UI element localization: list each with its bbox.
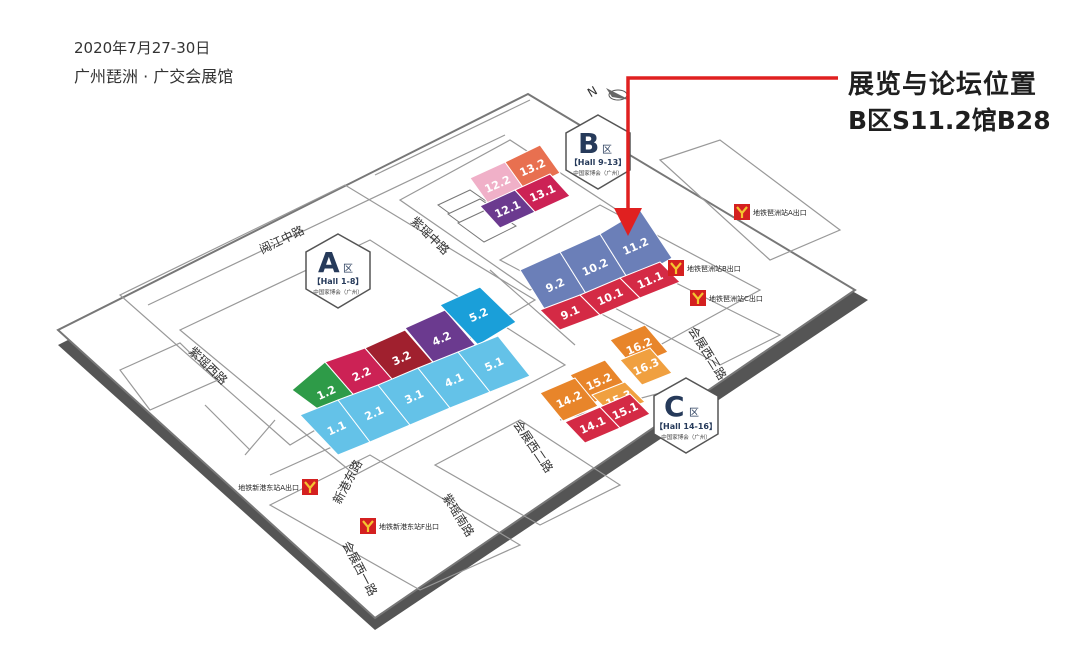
- hall-11-1: 11.1: [619, 261, 681, 299]
- location-callout-title: 展览与论坛位置: [848, 70, 1038, 100]
- metro-exit-xingang-f: 地铁新港东站F出口: [360, 518, 439, 534]
- hall-13-2: 13.2: [504, 144, 561, 191]
- zone-b-halls: 【Hall 9-13】: [570, 157, 626, 167]
- metro-exit-label: 地铁琶洲站A出口: [753, 208, 807, 217]
- venue-name: 广州琵洲 · 广交会展馆: [74, 67, 234, 86]
- metro-exit-label: 地铁琶洲站B出口: [687, 264, 741, 273]
- zone-c-letter: C: [664, 390, 685, 423]
- hall-5-2: 5.2: [439, 286, 517, 346]
- zone-a-suffix: 区: [343, 263, 353, 275]
- metro-exit-label: 地铁新港东站F出口: [379, 522, 439, 531]
- hall-9-1: 9.1: [539, 294, 601, 331]
- hall-3-1: 3.1: [377, 367, 451, 426]
- zone-b-letter: B: [578, 127, 599, 160]
- metro-exit-xingang-a: 地铁新港东站A出口: [238, 479, 318, 495]
- hall-5-1: 5.1: [457, 335, 531, 393]
- zone-a-sub: 中国家博会（广州）: [313, 288, 363, 296]
- zone-a-marker: A 区 【Hall 1-8】 中国家博会（广州）: [305, 233, 371, 309]
- metro-exit-label: 地铁琶洲站C出口: [709, 294, 763, 303]
- metro-exit-pazhou-c: 地铁琶洲站C出口: [690, 290, 763, 306]
- zone-a-halls: 【Hall 1-8】: [313, 276, 364, 286]
- event-date: 2020年7月27-30日: [74, 39, 211, 57]
- zone-b-marker: B 区 【Hall 9-13】 中国家博会（广州）: [565, 114, 631, 190]
- hall-14-2: 14.2: [539, 377, 599, 422]
- zone-c-marker: C 区 【Hall 14-16】 中国家博会（广州）: [653, 377, 719, 454]
- location-callout-booth: B区S11.2馆B28: [848, 106, 1051, 135]
- zone-b-sub: 中国家博会（广州）: [573, 169, 623, 177]
- hall-blocks: 2.23.24.25.21.21.12.13.14.15.19.210.211.…: [291, 144, 681, 456]
- metro-exit-pazhou-b: 地铁琶洲站B出口: [668, 260, 741, 276]
- zone-c-halls: 【Hall 14-16】: [655, 421, 717, 431]
- hall-16-3: 16.3: [619, 347, 673, 386]
- zone-c-suffix: 区: [689, 407, 699, 419]
- hall-15-1: 15.1: [599, 393, 651, 429]
- zone-c-sub: 中国家博会（广州）: [661, 433, 711, 441]
- location-arrow: [614, 76, 838, 236]
- compass-icon: N: [585, 83, 630, 101]
- hall-1-1: 1.1: [299, 399, 371, 456]
- compass-label: N: [585, 83, 600, 100]
- metro-exits: 地铁琶洲站A出口地铁琶洲站B出口地铁琶洲站C出口地铁新港东站A出口地铁新港东站F…: [238, 204, 807, 534]
- metro-exit-label: 地铁新港东站A出口: [238, 483, 299, 492]
- hall-2-1: 2.1: [337, 384, 411, 443]
- hall-13-1: 13.1: [514, 173, 571, 213]
- metro-exit-pazhou-a: 地铁琶洲站A出口: [734, 204, 807, 220]
- zone-a-letter: A: [318, 246, 340, 279]
- zone-b-suffix: 区: [602, 144, 612, 156]
